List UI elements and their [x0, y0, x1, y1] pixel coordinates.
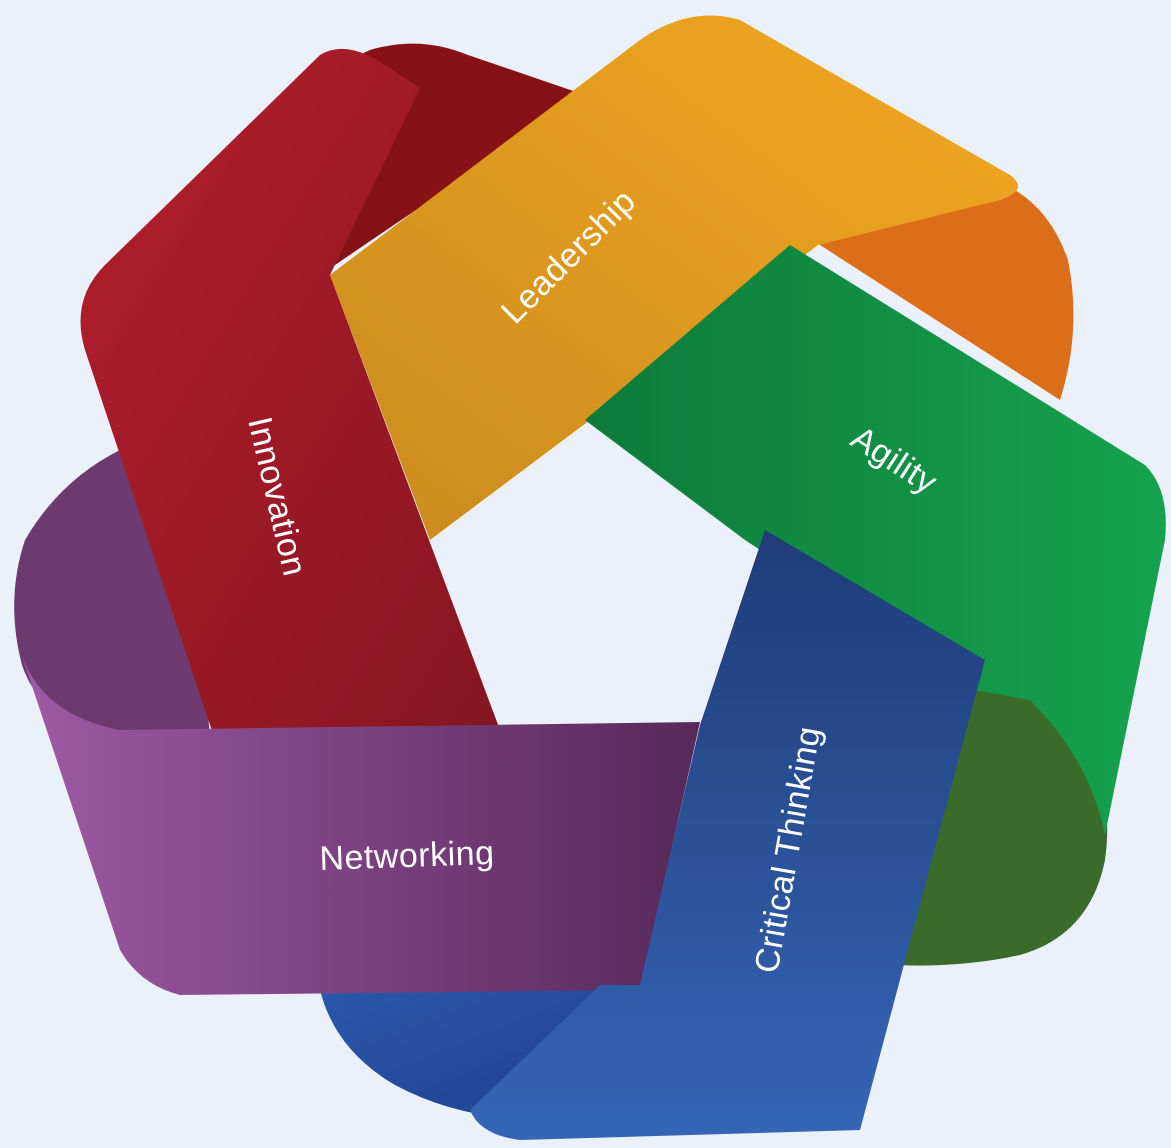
networking-band — [20, 650, 700, 995]
leadership-band — [330, 15, 1018, 540]
innovation-band — [80, 48, 500, 740]
networking-label: Networking — [319, 834, 495, 878]
critical-thinking-band — [470, 530, 985, 1140]
agility-band — [585, 245, 1166, 835]
